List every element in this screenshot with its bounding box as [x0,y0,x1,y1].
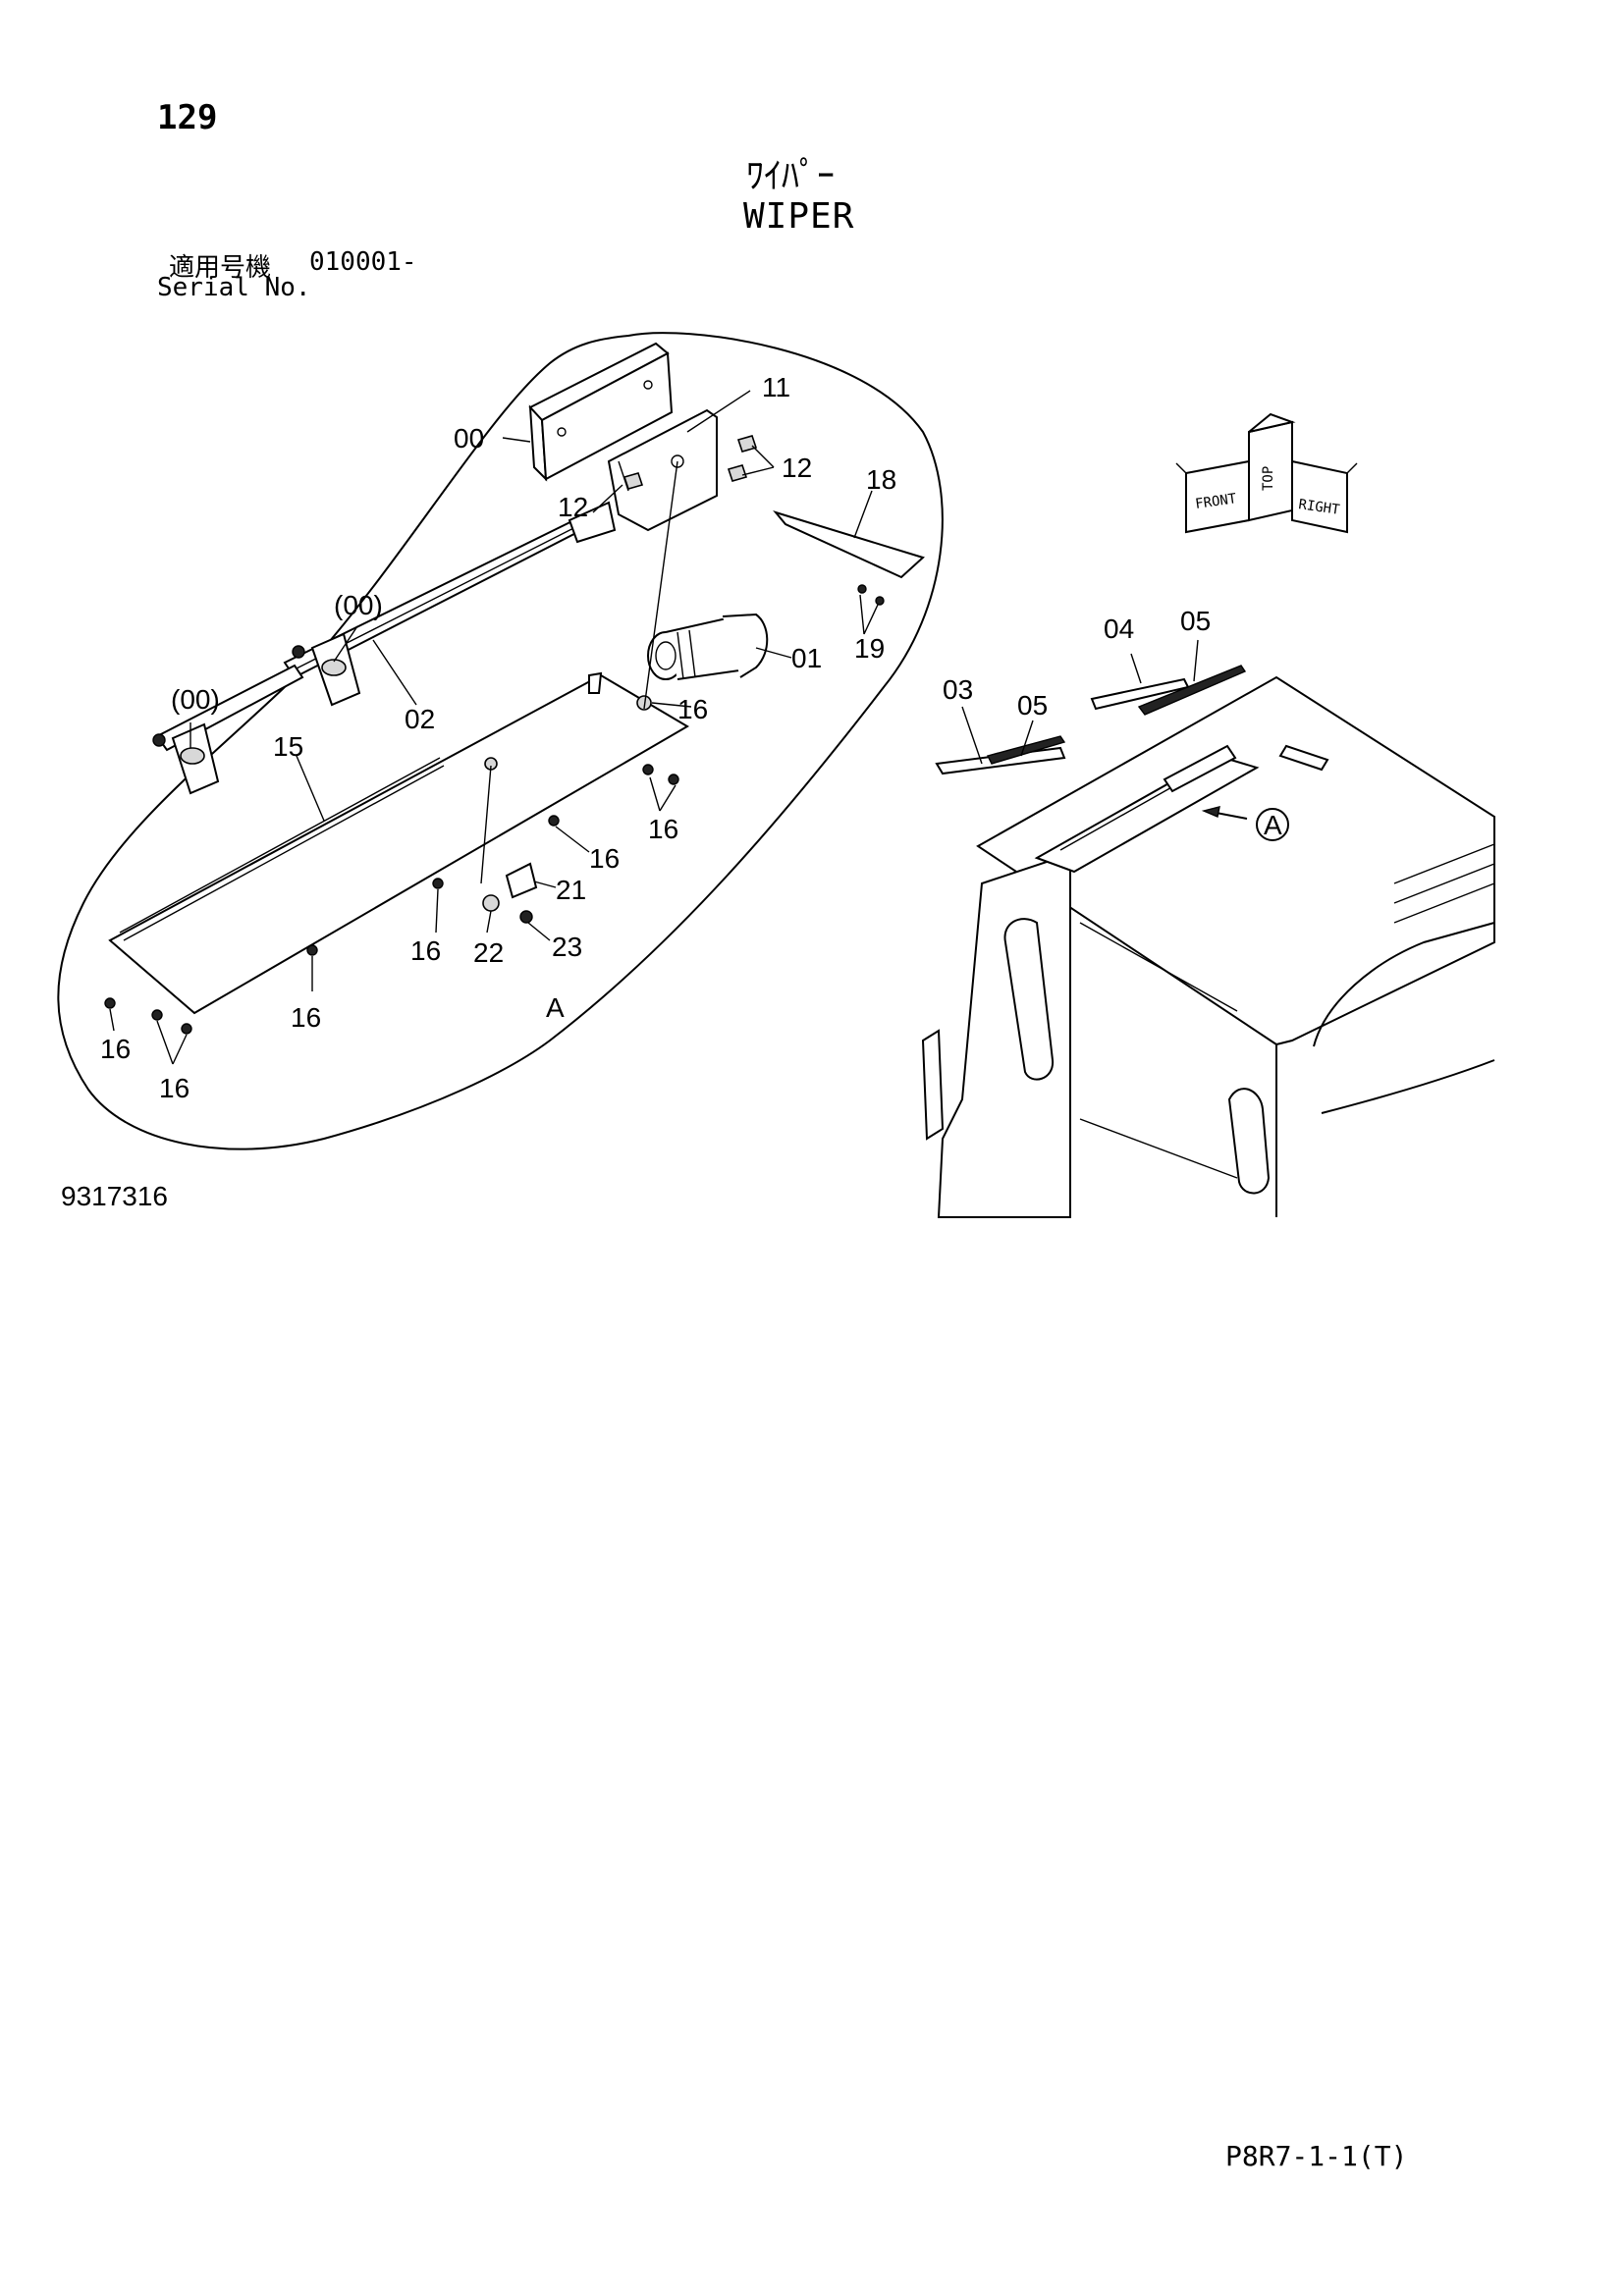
callout-22: 22 [473,937,504,968]
wiper-arm-front [935,735,1066,775]
page-title: WIPER [743,196,855,237]
screw-parts [857,584,885,606]
callout-16-center: 16 [410,935,441,966]
pivot-assembly-upper [292,632,361,707]
callout-18: 18 [866,464,896,495]
callout-21: 21 [556,875,586,905]
callout-23: 23 [552,932,582,962]
callout-16-mid: 16 [589,843,620,874]
page-number: 129 [157,98,218,137]
wiper-arm-top [1090,665,1247,716]
direction-front-label: FRONT [1194,491,1238,512]
callout-00-lower: (00) [171,684,220,715]
pivot-assembly-lower [152,722,220,795]
leader-lines-detail [109,390,879,1065]
detail-a-outline [57,332,944,1150]
callout-05-front: 05 [1017,690,1048,721]
title-japanese: ﾜｲﾊﾟｰ [746,156,835,196]
callout-12-left: 12 [558,492,588,522]
callout-16-top: 16 [677,694,708,724]
callout-01: 01 [791,643,822,673]
cab-overview [921,675,1495,1218]
callout-11: 11 [762,372,790,402]
callout-00-upper: (00) [334,590,383,620]
serial-label-japanese: 適用号機 [169,253,272,283]
callout-00: 00 [454,423,484,454]
callout-16-lower: 16 [291,1002,321,1033]
wiper-motor-part [647,613,769,680]
callout-02: 02 [405,704,435,734]
callout-12-right: 12 [782,453,812,483]
leader-lines-cab [961,639,1289,841]
callout-16-right: 16 [648,814,678,844]
callout-a-cab: A [1264,810,1282,840]
direction-right-label: RIGHT [1297,497,1341,518]
serial-label-english: Serial No. [157,273,311,302]
drawing-number: 9317316 [61,1181,169,1211]
motor-bracket-part [607,408,718,532]
callout-15: 15 [273,731,303,762]
callout-a-detail: A [546,992,565,1023]
callout-16-bottom: 16 [159,1073,189,1103]
callout-16-left: 16 [100,1034,131,1064]
serial-range: 010001- [309,247,417,277]
cover-bolts [104,695,679,1035]
callout-05-top: 05 [1180,606,1211,636]
callout-03: 03 [943,674,973,705]
callout-19: 19 [854,633,885,664]
bracket-part [528,342,674,482]
page-code: P8R7-1-1(T) [1225,2140,1408,2172]
cover-part [108,671,689,1015]
blade-part [773,510,925,579]
direction-top-label: TOP [1261,466,1276,491]
small-bracket-part [482,862,538,924]
bolt-parts [623,435,758,490]
direction-indicator: FRONT RIGHT TOP [1175,412,1358,534]
callout-04: 04 [1104,614,1134,644]
